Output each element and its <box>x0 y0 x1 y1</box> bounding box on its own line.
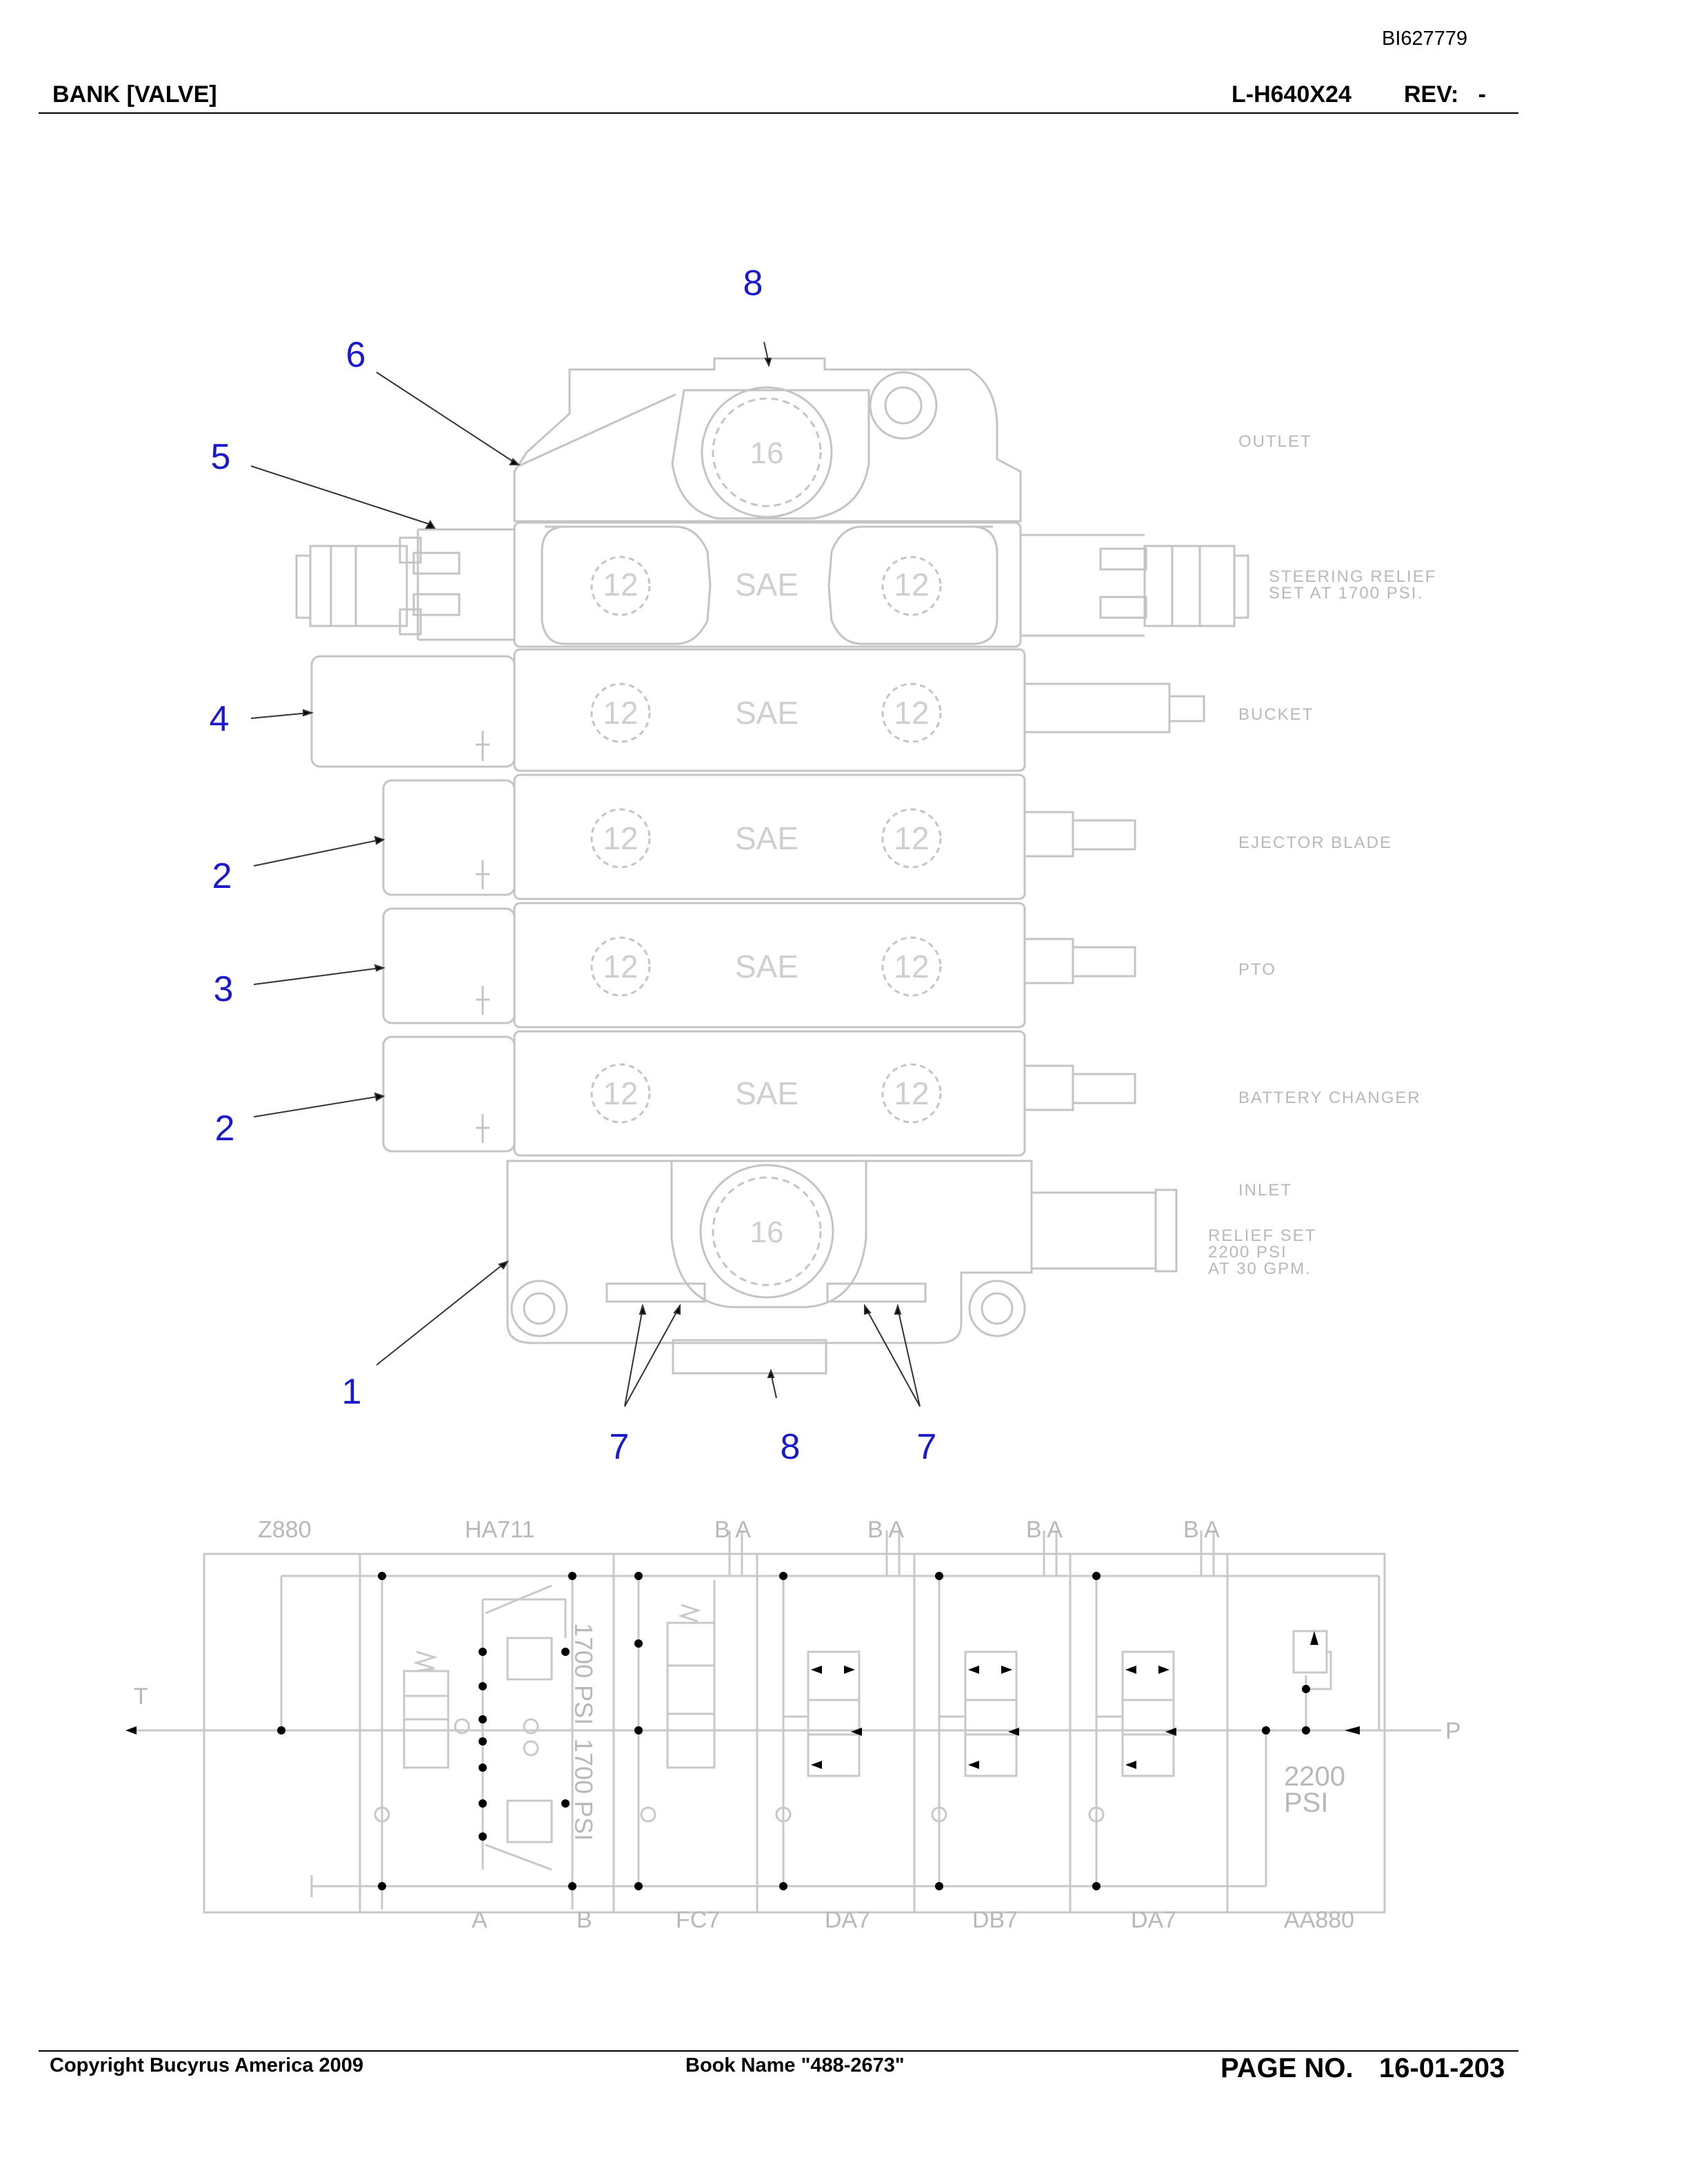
label-fc7: FC7 <box>676 1907 720 1933</box>
port-size: 12 <box>894 1075 929 1111</box>
port-size: 12 <box>603 567 638 603</box>
callout-2-battery: 2 <box>215 1109 235 1149</box>
document-id: BI627779 <box>1382 28 1468 50</box>
port-size: 12 <box>603 820 638 856</box>
label-bucket: BUCKET <box>1238 705 1314 724</box>
label-relief-1700-top: 1700 PSI <box>570 1623 598 1725</box>
outlet-cover <box>513 357 1022 523</box>
outlet-port <box>701 386 833 518</box>
valve-assembly-drawing: 16 16 12 SAE 12 12 SAE 12 12 SAE 12 12 S… <box>210 263 1436 1467</box>
copyright: Copyright Bucyrus America 2009 <box>50 2054 364 2076</box>
label-relief-psi: PSI <box>1284 1788 1328 1818</box>
label-b-a: B A <box>714 1517 751 1543</box>
inlet-port-size: 16 <box>750 1215 784 1249</box>
page-title: BANK [VALVE] <box>52 81 217 108</box>
callout-5: 5 <box>211 437 231 477</box>
port-type: SAE <box>735 695 798 731</box>
callout-2-ejector: 2 <box>212 856 232 896</box>
port-type: SAE <box>735 949 798 984</box>
label-pto: PTO <box>1238 960 1276 979</box>
label-z880: Z880 <box>258 1517 312 1543</box>
callout-3: 3 <box>214 969 234 1009</box>
label-t: T <box>134 1684 148 1710</box>
port-size: 12 <box>603 949 638 984</box>
label-p: P <box>1445 1718 1461 1744</box>
callout-6: 6 <box>346 335 366 375</box>
page-number: 16-01-203 <box>1379 2053 1505 2083</box>
inlet-cover <box>506 1160 1033 1344</box>
callout-4: 4 <box>210 699 230 739</box>
port-size: 12 <box>894 820 929 856</box>
header-rule <box>39 112 1518 114</box>
label-b-a: B A <box>1026 1517 1063 1543</box>
label-aa880: AA880 <box>1284 1907 1354 1933</box>
label-b: B <box>576 1907 592 1933</box>
port-type: SAE <box>735 820 798 856</box>
label-inlet: INLET <box>1238 1181 1292 1200</box>
label-battery-changer: BATTERY CHANGER <box>1238 1089 1421 1107</box>
port-size: 12 <box>894 567 929 603</box>
page-label: PAGE NO. <box>1220 2053 1354 2083</box>
callout-8-top: 8 <box>743 263 763 303</box>
label-da7: DA7 <box>825 1907 870 1933</box>
label-ejector-blade: EJECTOR BLADE <box>1238 833 1392 852</box>
label-b-a: B A <box>867 1517 904 1543</box>
section-port-labels: 12 SAE 12 12 SAE 12 12 SAE 12 12 SAE 12 … <box>603 567 929 1111</box>
callout-7-right: 7 <box>917 1427 937 1467</box>
label-relief-1700-bottom: 1700 PSI <box>570 1739 598 1841</box>
callout-7-left: 7 <box>610 1427 630 1467</box>
port-size: 12 <box>603 1075 638 1111</box>
callout-8-bottom: 8 <box>781 1427 801 1467</box>
port-size: 12 <box>894 949 929 984</box>
label-outlet: OUTLET <box>1238 432 1312 451</box>
label-steering-relief: STEERING RELIEF <box>1269 567 1436 586</box>
label-db7: DB7 <box>972 1907 1018 1933</box>
steering-relief-section <box>513 521 1022 648</box>
label-da7: DA7 <box>1131 1907 1176 1933</box>
revision: REV: - <box>1404 81 1487 108</box>
port-size: 12 <box>894 695 929 731</box>
label-relief-set: RELIEF SET <box>1208 1226 1316 1245</box>
hydraulic-schematic: Z880 HA711 B A B A B A B A T P 2200 PSI … <box>125 1517 1461 1933</box>
label-b-a: B A <box>1183 1517 1220 1543</box>
label-ha711: HA711 <box>465 1517 534 1543</box>
part-number: L-H640X24 <box>1232 81 1352 108</box>
label-steering-relief-set: SET AT 1700 PSI. <box>1269 584 1423 603</box>
footer-rule <box>39 2050 1518 2052</box>
port-type: SAE <box>735 567 798 603</box>
label-relief-psi: 2200 PSI <box>1208 1243 1287 1262</box>
label-a: A <box>472 1907 488 1933</box>
book-name: Book Name "488-2673" <box>685 2054 905 2076</box>
port-type: SAE <box>735 1075 798 1111</box>
callout-1: 1 <box>342 1372 362 1412</box>
junction-dots <box>277 1572 1310 1890</box>
inlet-port <box>699 1164 834 1299</box>
port-size: 12 <box>603 695 638 731</box>
outlet-port-size: 16 <box>750 436 784 470</box>
label-relief-gpm: AT 30 GPM. <box>1208 1260 1312 1278</box>
label-relief-2200: 2200 <box>1284 1761 1345 1792</box>
